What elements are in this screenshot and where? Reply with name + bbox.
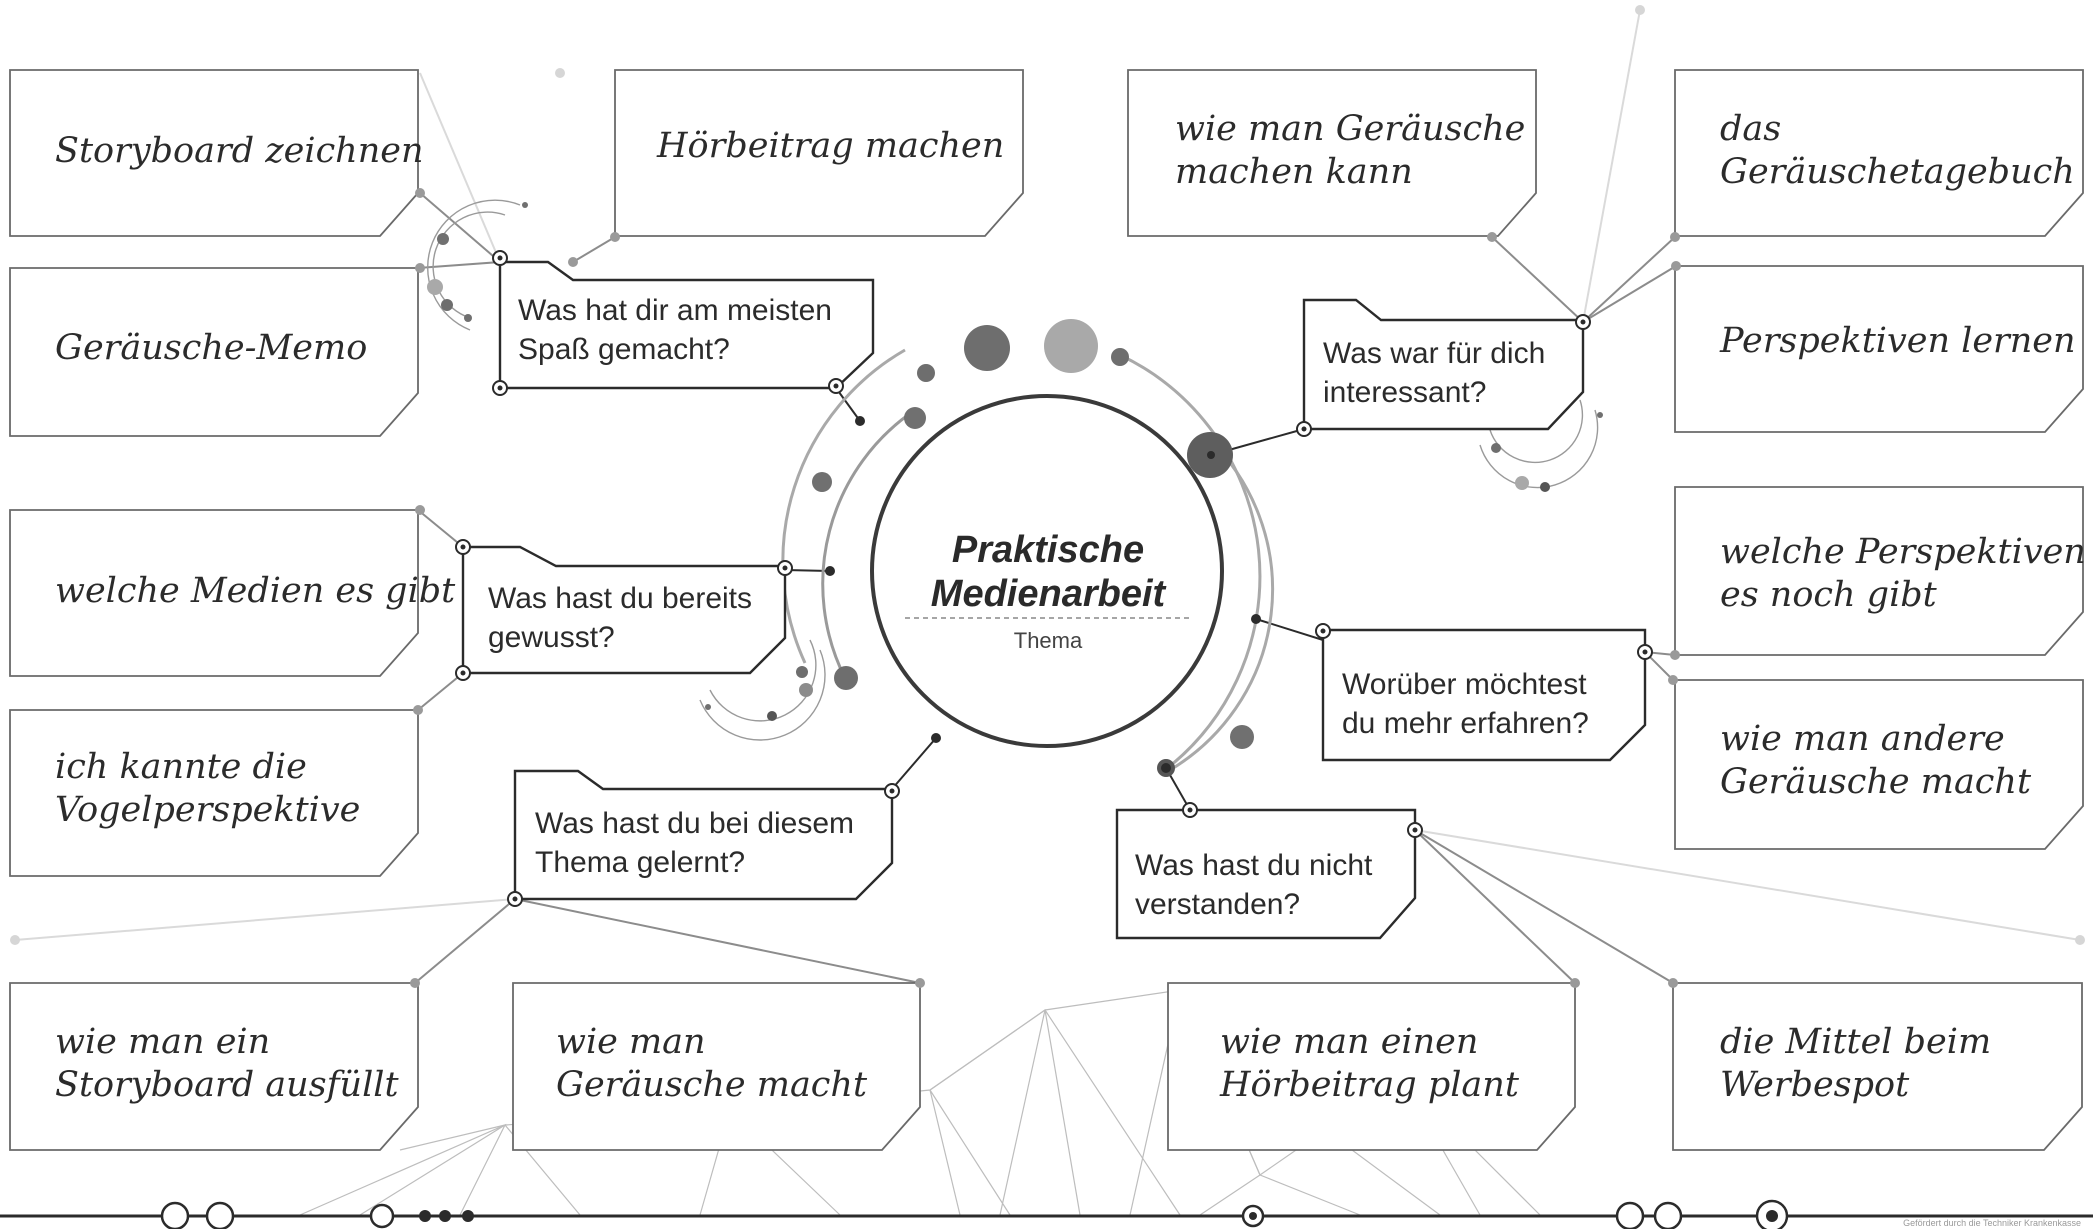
decorative-dots — [812, 319, 1254, 777]
note-geraeusche-macht: wie man Geräusche macht — [556, 1022, 868, 1105]
footer-credit: Gefördert durch die Techniker Krankenkas… — [1903, 1218, 2081, 1228]
bottom-timeline — [0, 1199, 2093, 1229]
question-box-spass — [498, 260, 875, 390]
question-boxes — [461, 260, 1647, 940]
note-box-geraeusche-memo — [9, 267, 419, 437]
question-nicht-verstanden: Was hast du nicht verstanden? — [1135, 849, 1373, 921]
note-geraeusche-machen-kann: wie man Geräusche machen kann — [1175, 109, 1526, 192]
note-storyboard-ausfuellt: wie man ein Storyboard ausfüllt — [55, 1022, 399, 1105]
orbit-dots — [427, 202, 1603, 721]
note-storyboard-zeichnen: Storyboard zeichnen — [55, 131, 424, 171]
faint-endpoint-dots — [10, 5, 2085, 945]
note-boxes — [9, 69, 2084, 1151]
note-geraeusche-memo: Geräusche-Memo — [55, 328, 368, 368]
question-box-gewusst — [461, 545, 787, 675]
center-arcs — [781, 348, 1275, 772]
note-box-hoerbeitrag-plant — [1167, 982, 1576, 1151]
note-box-welche-medien — [9, 509, 419, 677]
note-hoerbeitrag-plant: wie man einen Hörbeitrag plant — [1220, 1022, 1519, 1105]
question-spass: Was hat dir am meisten Spaß gemacht? — [518, 294, 832, 366]
question-box-interessant — [1302, 298, 1585, 431]
note-hoerbeitrag-machen: Hörbeitrag machen — [657, 126, 1005, 166]
note-box-vogelperspektive — [9, 709, 419, 877]
note-box-storyboard-ausfuellt — [9, 982, 419, 1151]
note-box-welche-perspektiven — [1674, 486, 2084, 656]
note-box-geraeusche-machen-kann — [1127, 69, 1537, 237]
note-welche-perspektiven: welche Perspektiven es noch gibt — [1720, 532, 2086, 615]
question-gewusst: Was hast du bereits gewusst? — [488, 582, 753, 654]
note-box-perspektiven-lernen — [1674, 265, 2084, 433]
center-title: Praktische Medienarbeit — [930, 529, 1166, 615]
question-gelernt: Was hast du bei diesem Thema gelernt? — [535, 807, 855, 879]
note-werbespot: die Mittel beim Werbespot — [1720, 1022, 1992, 1105]
endpoint-dots — [410, 188, 1681, 988]
note-box-werbespot — [1672, 982, 2083, 1151]
question-box-gelernt — [513, 769, 894, 901]
note-vogelperspektive: ich kannte die Vogelperspektive — [55, 747, 361, 830]
note-box-hoerbeitrag-machen — [614, 69, 1024, 237]
note-andere-geraeusche: wie man andere Geräusche macht — [1720, 719, 2032, 802]
note-box-storyboard-zeichnen — [9, 69, 419, 237]
note-geraeuschetagebuch: das Geräuschetagebuch — [1720, 109, 2075, 192]
question-box-mehr-erfahren — [1321, 628, 1647, 762]
connector-node-centers — [460, 255, 1648, 902]
note-perspektiven-lernen: Perspektiven lernen — [1720, 321, 2076, 361]
question-mehr-erfahren: Worüber möchtest du mehr erfahren? — [1342, 668, 1589, 740]
note-box-andere-geraeusche — [1674, 679, 2084, 850]
center-circle — [870, 394, 1224, 748]
note-box-geraeuschetagebuch — [1674, 69, 2084, 237]
center-subtitle: Thema — [1013, 628, 1083, 653]
note-box-geraeusche-macht — [512, 982, 921, 1151]
note-welche-medien: welche Medien es gibt — [55, 571, 456, 611]
question-interessant: Was war für dich interessant? — [1323, 337, 1546, 409]
question-box-nicht-verstanden — [1115, 808, 1417, 940]
